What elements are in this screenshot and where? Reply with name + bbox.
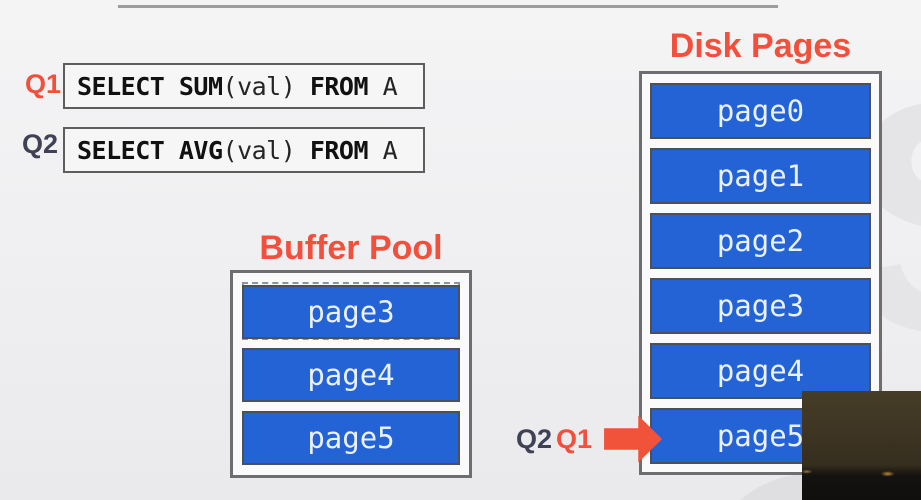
q1-access-label: Q1	[556, 423, 593, 454]
sql-from-keyword: FROM	[309, 71, 369, 101]
sql-arguments: (val)	[222, 135, 310, 165]
query-q1-sql: SELECT SUM(val) FROM A	[77, 71, 398, 101]
buffer-page-box: page5	[242, 411, 460, 465]
sql-aggregate-function: AVG	[178, 135, 223, 165]
disk-pages-title: Disk Pages	[669, 27, 852, 65]
q2-access-label: Q2	[516, 423, 553, 454]
disk-page-box: page4	[650, 343, 871, 399]
buffer-page-box: page3	[242, 285, 460, 339]
buffer-page-box: page4	[242, 348, 460, 402]
query-q2-box: SELECT AVG(val) FROM A	[63, 127, 425, 173]
query-q2-label: Q2	[22, 129, 59, 159]
disk-page-box: page3	[650, 278, 871, 334]
disk-page-box: page0	[650, 83, 871, 139]
query-q2-sql: SELECT AVG(val) FROM A	[77, 135, 398, 165]
query-q1-label: Q1	[25, 69, 62, 99]
query-q1-box: SELECT SUM(val) FROM A	[63, 63, 425, 109]
buffer-pool-title: Buffer Pool	[259, 229, 443, 267]
buffer-pool-container: page3 page4 page5	[230, 270, 472, 478]
slide-top-rule	[118, 5, 778, 8]
presenter-webcam-overlay	[802, 391, 921, 500]
query-access-group: Q2 Q1	[516, 414, 663, 464]
sql-select-keyword: SELECT	[77, 135, 179, 165]
access-arrow-icon	[604, 415, 663, 463]
sql-select-keyword: SELECT	[77, 71, 179, 101]
disk-page-box: page1	[650, 148, 871, 204]
sql-table-name: A	[368, 135, 398, 165]
sql-table-name: A	[368, 71, 398, 101]
disk-page-box: page2	[650, 213, 871, 269]
sql-from-keyword: FROM	[309, 135, 369, 165]
sql-arguments: (val)	[222, 71, 310, 101]
sql-aggregate-function: SUM	[178, 71, 223, 101]
